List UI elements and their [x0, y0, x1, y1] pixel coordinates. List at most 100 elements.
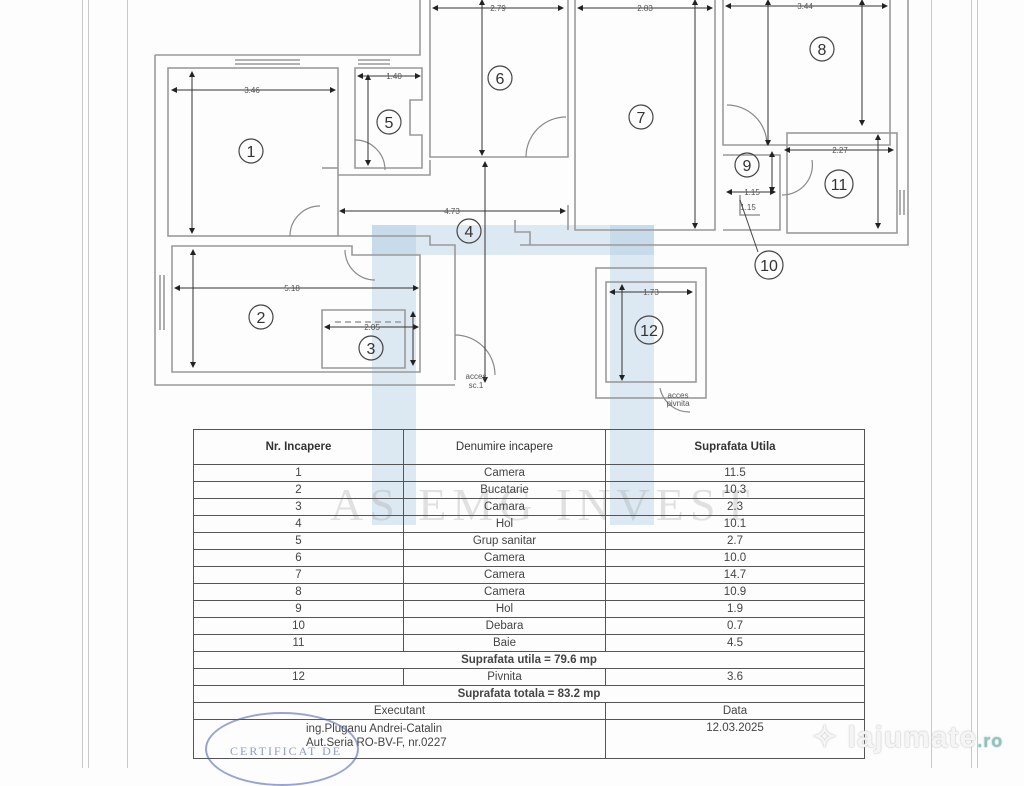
room-name: Grup sanitar: [403, 532, 606, 550]
room-area: 10.3: [605, 481, 865, 499]
svg-text:9: 9: [743, 158, 752, 175]
grand-total-row: Suprafata totala = 83.2 mp: [193, 685, 865, 703]
table-header-row: Nr. Incapere Denumire incapere Suprafata…: [193, 429, 865, 465]
svg-text:acces: acces: [668, 391, 689, 400]
svg-text:4: 4: [465, 224, 474, 241]
svg-text:2.83: 2.83: [637, 4, 653, 13]
svg-text:7: 7: [637, 110, 646, 127]
room-name: Camera: [403, 566, 606, 584]
room-name: Camera: [403, 583, 606, 601]
room-area: 10.0: [605, 549, 865, 567]
site-logo: ✧ lajumate.ro: [812, 720, 1003, 755]
svg-text:sc.1: sc.1: [469, 381, 484, 390]
svg-text:10: 10: [760, 258, 778, 275]
room-number: 2: [193, 481, 404, 499]
room-area: 1.9: [605, 600, 865, 618]
logo-icon: ✧: [812, 721, 839, 754]
svg-text:5.18: 5.18: [284, 284, 300, 293]
room-number: 11: [193, 634, 404, 652]
room-number: 10: [193, 617, 404, 635]
grand-total: Suprafata totala = 83.2 mp: [193, 685, 865, 703]
svg-text:2.05: 2.05: [364, 323, 380, 332]
stamp-text: CERTIFICAT DE: [230, 744, 343, 758]
room-name: Baie: [403, 634, 606, 652]
useful-total-row: Suprafata utila = 79.6 mp: [193, 651, 865, 669]
room-name: Debara: [403, 617, 606, 635]
page-border-line: [82, 0, 83, 768]
room-name: Camara: [403, 498, 606, 516]
svg-text:1.15: 1.15: [744, 188, 760, 197]
logo-name: lajumate: [847, 721, 978, 754]
room-area: 4.5: [605, 634, 865, 652]
svg-text:11: 11: [831, 177, 848, 194]
room-number: 3: [193, 498, 404, 516]
svg-text:3: 3: [367, 341, 376, 358]
svg-text:2.27: 2.27: [832, 146, 848, 155]
page-border-line: [977, 0, 978, 768]
svg-text:4.73: 4.73: [444, 207, 460, 216]
room-number: 9: [193, 600, 404, 618]
floor-plan: 1 2 3 4 5 6 7 8 9 10 11 12 3.46 1.40 2.7…: [154, 0, 909, 413]
svg-text:2: 2: [257, 310, 266, 327]
room-area: 0.7: [605, 617, 865, 635]
room-number: 1: [193, 464, 404, 482]
room-number: 7: [193, 566, 404, 584]
room-area: 10.9: [605, 583, 865, 601]
room-area: 10.1: [605, 515, 865, 533]
room-area: 11.5: [605, 464, 865, 482]
svg-text:3.44: 3.44: [797, 2, 813, 11]
svg-text:pivnita: pivnita: [666, 399, 690, 408]
svg-text:12: 12: [640, 323, 658, 340]
svg-text:acces: acces: [466, 372, 487, 381]
room-area: 2.3: [605, 498, 865, 516]
floor-plan-drawing: 1 2 3 4 5 6 7 8 9 10 11 12 3.46 1.40 2.7…: [154, 0, 909, 413]
svg-text:5: 5: [385, 115, 394, 132]
room-name: Pivnita: [403, 668, 606, 686]
svg-text:3.46: 3.46: [244, 86, 260, 95]
room-number: 12: [193, 668, 404, 686]
room-name: Hol: [403, 515, 606, 533]
room-number: 8: [193, 583, 404, 601]
date-label: Data: [605, 702, 865, 720]
room-number: 6: [193, 549, 404, 567]
page-border-line: [931, 0, 932, 768]
header-useful-area: Suprafata Utila: [605, 429, 865, 465]
room-area: 2.7: [605, 532, 865, 550]
room-number: 5: [193, 532, 404, 550]
svg-text:1.40: 1.40: [386, 72, 402, 81]
svg-text:6: 6: [496, 71, 505, 88]
svg-text:8: 8: [818, 42, 827, 59]
room-area-table: Nr. Incapere Denumire incapere Suprafata…: [193, 429, 865, 759]
room-area: 14.7: [605, 566, 865, 584]
page-border-line: [127, 0, 128, 768]
page-border-line: [88, 0, 89, 768]
logo-tld: .ro: [977, 731, 1004, 751]
svg-text:1: 1: [247, 144, 256, 161]
room-name: Hol: [403, 600, 606, 618]
room-name: Bucatarie: [403, 481, 606, 499]
room-number: 4: [193, 515, 404, 533]
svg-text:1.73: 1.73: [643, 288, 659, 297]
room-name: Camera: [403, 464, 606, 482]
date-value: 12.03.2025: [605, 719, 865, 759]
room-name: Camera: [403, 549, 606, 567]
room-area: 3.6: [605, 668, 865, 686]
svg-text:2.79: 2.79: [490, 4, 506, 13]
header-room-number: Nr. Incapere: [193, 429, 404, 465]
useful-total: Suprafata utila = 79.6 mp: [193, 651, 865, 669]
svg-text:1.15: 1.15: [740, 203, 756, 212]
page-border-line: [971, 0, 972, 768]
header-room-name: Denumire incapere: [403, 429, 606, 465]
